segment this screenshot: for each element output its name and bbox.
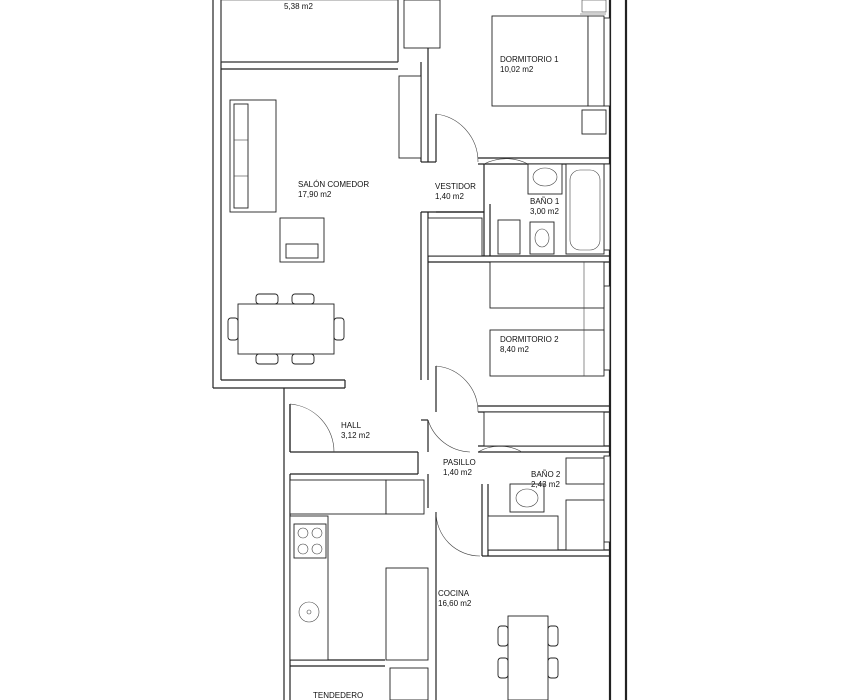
room-salon-comedor-area: 17,90 m2 [298,190,332,199]
room-dormitorio-2-name: DORMITORIO 2 [500,335,559,344]
room-vestidor-name: VESTIDOR [435,182,476,191]
room-bano-2-area: 2,43 m2 [531,480,560,489]
furniture [227,15,605,700]
room-dormitorio-1-area: 10,02 m2 [500,65,534,74]
room-bano-1-area: 3,00 m2 [530,207,559,216]
room-bano-1-name: BAÑO 1 [530,197,560,206]
room-cocina-area: 16,60 m2 [438,599,472,608]
windows [220,0,611,543]
room-salon-comedor-name: SALÓN COMEDOR [298,180,369,189]
room-dormitorio-1-name: DORMITORIO 1 [500,55,559,64]
room-cocina-name: COCINA [438,589,470,598]
room-tendedero-name: TENDEDERO [313,691,363,700]
room-pasillo-name: PASILLO [443,458,476,467]
room-dormitorio-2-area: 8,40 m2 [500,345,529,354]
room-top-area: 5,38 m2 [284,2,313,11]
room-hall-name: HALL [341,421,362,430]
room-labels: 5,38 m2 DORMITORIO 1 10,02 m2 SALÓN COME… [284,2,561,700]
room-bano-2-name: BAÑO 2 [531,470,561,479]
room-hall-area: 3,12 m2 [341,431,370,440]
room-vestidor-area: 1,40 m2 [435,192,464,201]
room-pasillo-area: 1,40 m2 [443,468,472,477]
